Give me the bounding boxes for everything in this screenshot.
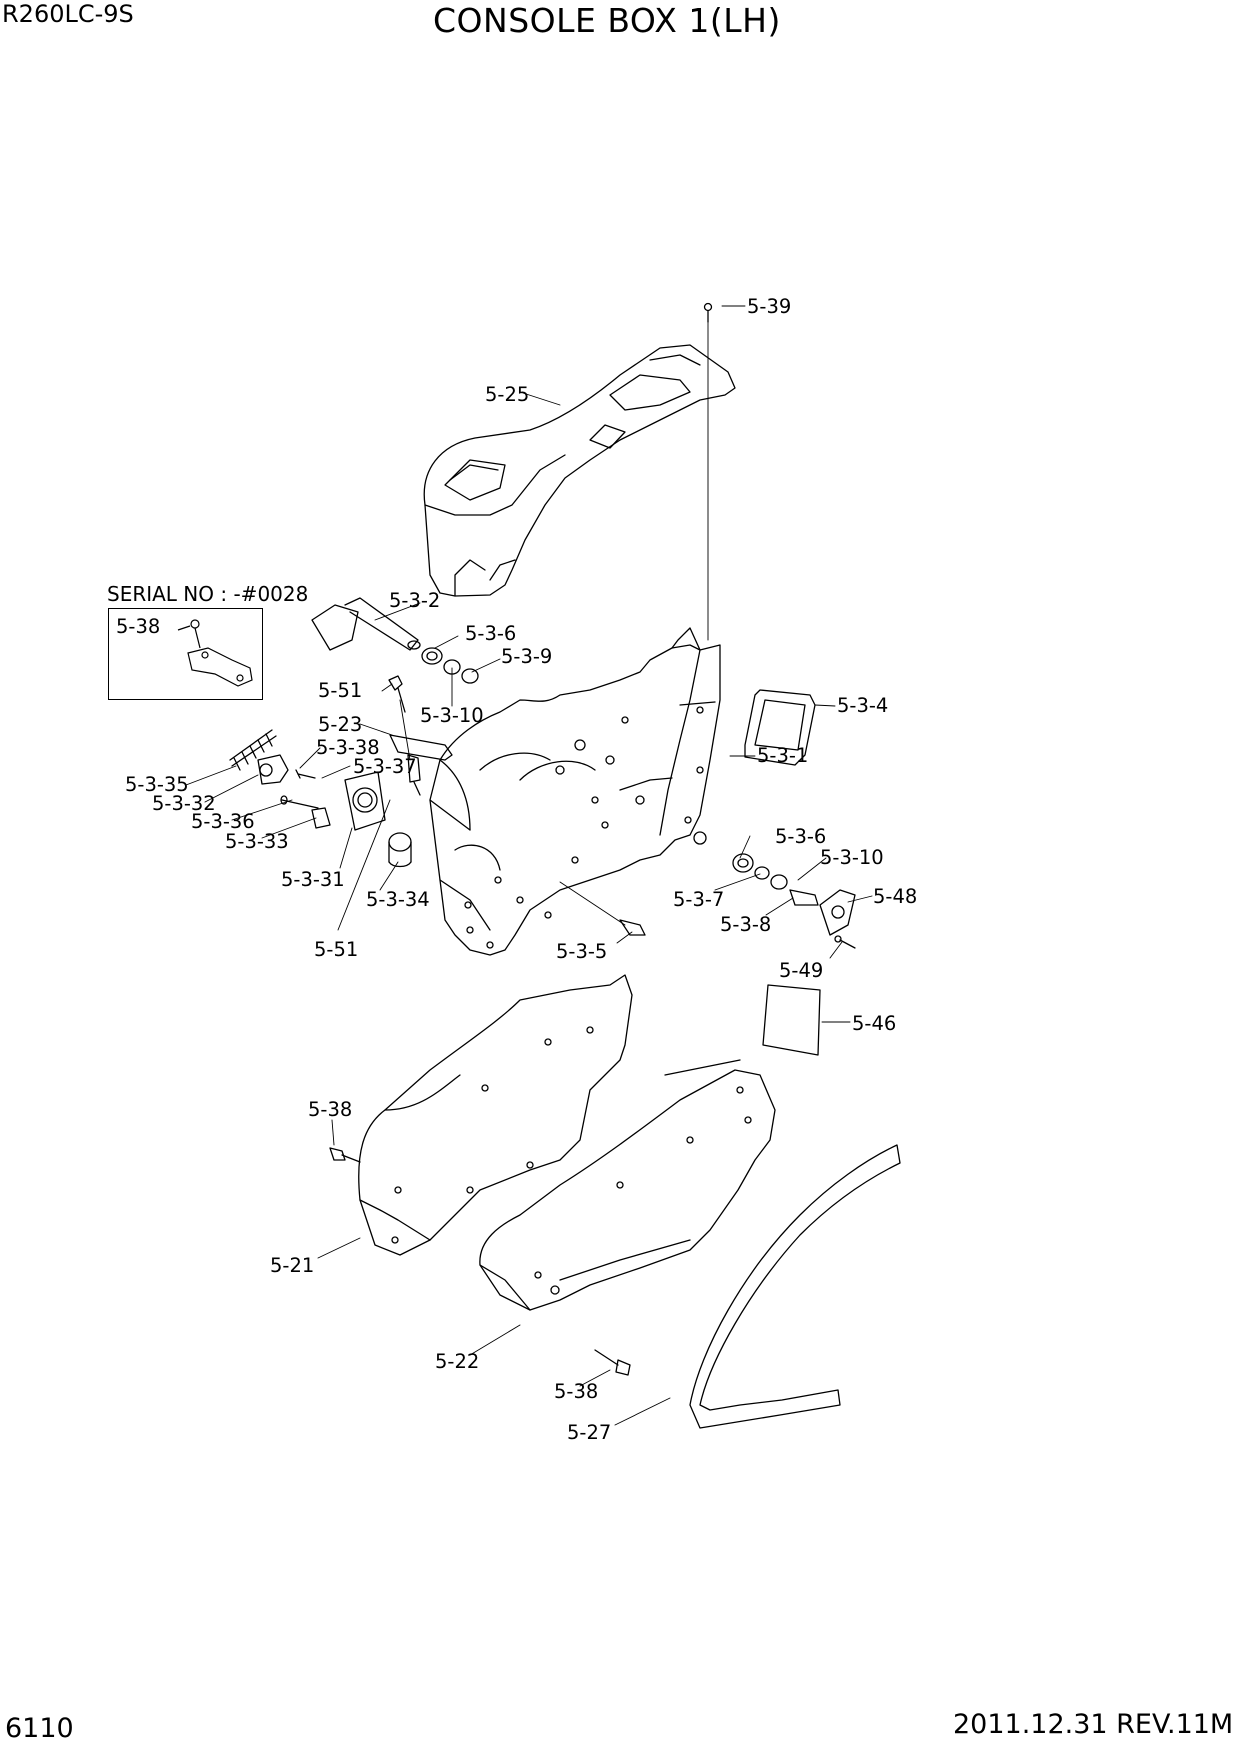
washer-5-3-7 bbox=[754, 866, 770, 880]
label-5-38-left: 5-38 bbox=[308, 1098, 352, 1121]
label-5-3-5: 5-3-5 bbox=[556, 940, 607, 963]
label-5-27: 5-27 bbox=[567, 1421, 611, 1444]
label-5-3-6-upper: 5-3-6 bbox=[465, 622, 516, 645]
cylinder-5-3-34 bbox=[388, 832, 412, 868]
label-5-3-34: 5-3-34 bbox=[366, 888, 430, 911]
label-5-51-lower: 5-51 bbox=[314, 938, 358, 961]
label-5-3-1: 5-3-1 bbox=[757, 744, 808, 767]
label-5-49: 5-49 bbox=[779, 959, 823, 982]
revision-date: 2011.12.31 REV.11M bbox=[953, 1709, 1234, 1740]
block-5-3-33 bbox=[311, 807, 331, 829]
bolt-5-3-8 bbox=[789, 889, 819, 906]
spring-5-3-35 bbox=[229, 729, 277, 771]
bolt-5-3-5 bbox=[559, 881, 646, 936]
bracket-5-23 bbox=[389, 734, 453, 761]
screw-5-51-upper bbox=[388, 675, 406, 713]
label-5-3-9: 5-3-9 bbox=[501, 645, 552, 668]
square-frame-5-3-4 bbox=[744, 689, 816, 766]
screw-5-39 bbox=[703, 302, 713, 641]
bushing-5-3-6-lower bbox=[732, 853, 754, 873]
label-5-3-2: 5-3-2 bbox=[389, 589, 440, 612]
inset-box bbox=[108, 608, 263, 700]
label-5-3-10-lower: 5-3-10 bbox=[820, 846, 884, 869]
label-5-3-31: 5-3-31 bbox=[281, 868, 345, 891]
label-5-25: 5-25 bbox=[485, 383, 529, 406]
label-5-3-6-lower: 5-3-6 bbox=[775, 825, 826, 848]
pin-5-3-38 bbox=[295, 769, 316, 779]
inset-bracket bbox=[177, 619, 253, 687]
console-top-cover bbox=[423, 344, 736, 597]
label-5-46: 5-46 bbox=[852, 1012, 896, 1035]
bolt-5-3-37 bbox=[407, 754, 421, 796]
washer-5-3-10-lower bbox=[770, 874, 788, 890]
label-5-22: 5-22 bbox=[435, 1350, 479, 1373]
page-number: 6110 bbox=[5, 1713, 74, 1744]
console-frame bbox=[429, 627, 721, 956]
label-5-38-right: 5-38 bbox=[554, 1380, 598, 1403]
label-5-51-upper: 5-51 bbox=[318, 679, 362, 702]
switch-plate-5-3-31 bbox=[344, 771, 386, 831]
label-5-3-33: 5-3-33 bbox=[225, 830, 289, 853]
label-5-3-8: 5-3-8 bbox=[720, 913, 771, 936]
label-5-3-10-upper: 5-3-10 bbox=[420, 704, 484, 727]
page-title: CONSOLE BOX 1(LH) bbox=[433, 1, 781, 40]
label-5-3-37: 5-3-37 bbox=[353, 755, 417, 778]
label-5-3-38: 5-3-38 bbox=[316, 736, 380, 759]
washer-5-3-9 bbox=[461, 668, 479, 684]
bushing-5-3-6-upper bbox=[421, 647, 443, 665]
bolt-5-38-right bbox=[594, 1349, 631, 1376]
label-5-23: 5-23 bbox=[318, 713, 362, 736]
label-5-3-36: 5-3-36 bbox=[191, 810, 255, 833]
left-side-cover-5-21 bbox=[358, 974, 633, 1256]
label-5-3-7: 5-3-7 bbox=[673, 888, 724, 911]
label-5-39: 5-39 bbox=[747, 295, 791, 318]
bolt-5-38-left bbox=[329, 1147, 361, 1163]
trim-strip-5-27 bbox=[689, 1144, 901, 1429]
serial-note: SERIAL NO : -#0028 bbox=[107, 582, 309, 606]
model-name: R260LC-9S bbox=[2, 0, 134, 28]
cover-plate-5-48 bbox=[819, 889, 856, 936]
right-side-cover-5-22 bbox=[479, 1059, 776, 1311]
actuator-5-3-32 bbox=[257, 754, 289, 785]
label-5-3-4: 5-3-4 bbox=[837, 694, 888, 717]
label-5-48: 5-48 bbox=[873, 885, 917, 908]
plate-5-46 bbox=[762, 984, 821, 1056]
screw-5-49 bbox=[834, 935, 856, 949]
label-inset-5-38: 5-38 bbox=[116, 615, 160, 638]
label-5-3-35: 5-3-35 bbox=[125, 773, 189, 796]
pivot-bracket-5-3-2 bbox=[311, 597, 421, 651]
label-5-21: 5-21 bbox=[270, 1254, 314, 1277]
label-5-3-32: 5-3-32 bbox=[152, 792, 216, 815]
